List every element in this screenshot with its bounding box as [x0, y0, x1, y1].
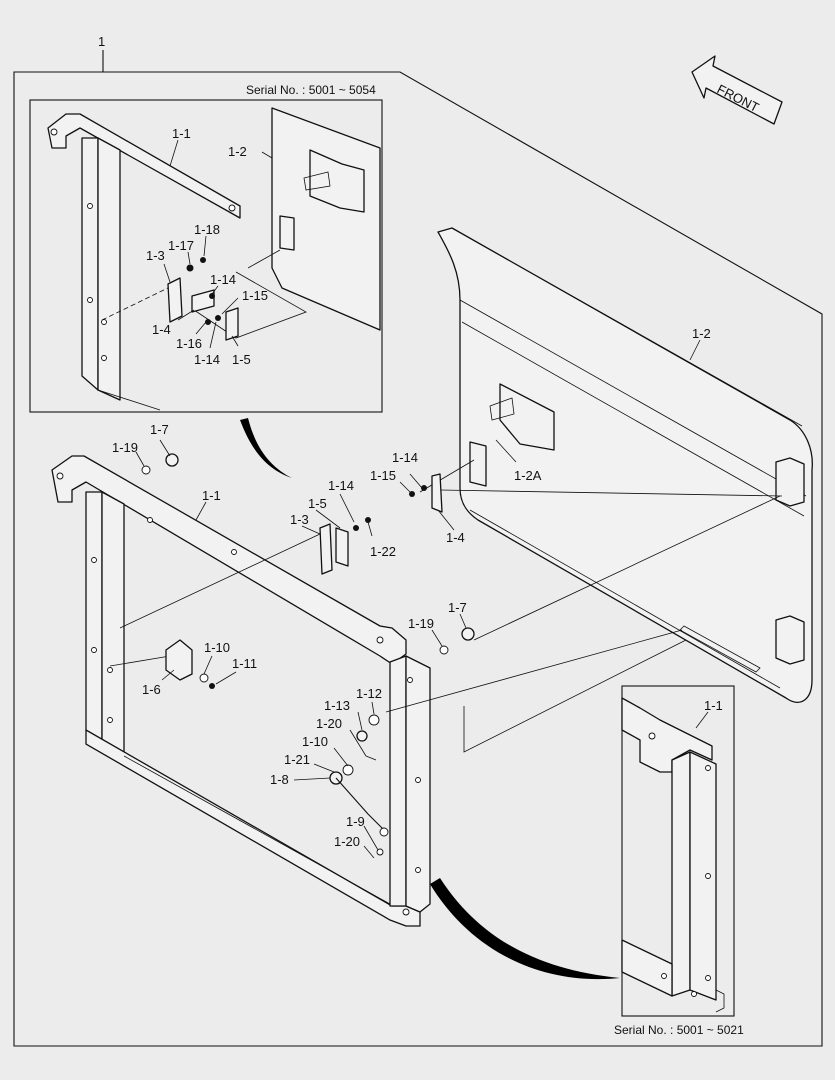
label-1-4: 1-4 — [152, 322, 171, 337]
label-1-14: 1-14 — [210, 272, 236, 287]
label-1-2: 1-2 — [228, 144, 247, 159]
label-1-2: 1-2 — [692, 326, 711, 341]
side-panel — [437, 227, 813, 703]
main-label: 1 — [98, 34, 105, 49]
label-1-17: 1-17 — [168, 238, 194, 253]
label-1-8: 1-8 — [270, 772, 289, 787]
label-1-14b: 1-14 — [194, 352, 220, 367]
side-panel-handle — [499, 383, 555, 451]
label-1-2A: 1-2A — [514, 468, 542, 483]
label-1-14: 1-14 — [328, 478, 354, 493]
callout-arc-top — [240, 418, 292, 478]
side-panel-hinge-upper — [775, 457, 805, 507]
rod-1-8 — [335, 777, 385, 831]
label-1-10: 1-10 — [204, 640, 230, 655]
bracket-1-6 — [165, 639, 193, 681]
label-1-4: 1-4 — [446, 530, 465, 545]
inset-top-bracket-1-3 — [167, 277, 183, 323]
side-panel-hinge-lower — [775, 615, 805, 665]
bracket-1-3 — [319, 523, 333, 575]
label-1-15: 1-15 — [242, 288, 268, 303]
bracket-1-5 — [335, 527, 349, 567]
inset-top-panel — [271, 107, 381, 331]
inset-bottom-frame — [621, 685, 735, 1017]
label-1-15: 1-15 — [370, 468, 396, 483]
label-1-11: 1-11 — [232, 656, 257, 671]
label-1-1: 1-1 — [172, 126, 191, 141]
label-1-14b: 1-14 — [392, 450, 418, 465]
side-panel-hinge-plate — [469, 441, 487, 487]
bolt-1-7b — [461, 627, 475, 641]
inset-top-frame-post — [81, 137, 99, 391]
front-arrow: FRONT — [691, 55, 783, 125]
label-1-21: 1-21 — [284, 752, 310, 767]
label-1-20: 1-20 — [316, 716, 342, 731]
bracket-1-4 — [431, 473, 443, 513]
label-1-20b: 1-20 — [334, 834, 360, 849]
main-frame-left-post — [85, 491, 103, 745]
inset-top: Serial No. : 5001 ~ 5054 — [29, 83, 383, 413]
label-1-6: 1-6 — [142, 682, 161, 697]
inset-bottom: Serial No. : 5001 ~ 5021 1-1 — [614, 685, 744, 1037]
label-1-10b: 1-10 — [302, 734, 328, 749]
label-1-7b: 1-7 — [448, 600, 467, 615]
inset-bottom-frame-corner — [621, 697, 713, 773]
inset-bottom-post-a — [671, 751, 691, 997]
label-1-19: 1-19 — [112, 440, 138, 455]
label-1-3: 1-3 — [146, 248, 165, 263]
main-frame-right-post — [389, 655, 407, 907]
inset-top-bracket-1-4 — [191, 289, 215, 313]
assembly-outline — [13, 71, 823, 1047]
inset-top-frame-rail — [47, 113, 241, 219]
label-1-22: 1-22 — [370, 544, 396, 559]
label-1-1: 1-1 — [202, 488, 221, 503]
label-1-19b: 1-19 — [408, 616, 434, 631]
inset-top-handle — [309, 149, 365, 213]
inset-top-bracket-1-5 — [225, 307, 239, 341]
inset-bottom-serial: Serial No. : 5001 ~ 5021 — [614, 1023, 744, 1037]
label-1-3: 1-3 — [290, 512, 309, 527]
inset-top-serial: Serial No. : 5001 ~ 5054 — [246, 83, 376, 97]
label-1-9: 1-9 — [346, 814, 365, 829]
label-1-13: 1-13 — [324, 698, 350, 713]
inset-bottom-post-b — [689, 751, 717, 1001]
bolt-1-7 — [165, 453, 179, 467]
inset-top-frame — [29, 99, 383, 413]
label-1-12: 1-12 — [356, 686, 382, 701]
label-1-18: 1-18 — [194, 222, 220, 237]
main-frame: 1-7 1-19 1-1 1-5 1-14 1-3 1-22 1-14 1-15… — [51, 326, 783, 927]
label-1-5: 1-5 — [232, 352, 251, 367]
callout-arc-bottom — [430, 878, 620, 980]
label-1-16: 1-16 — [176, 336, 202, 351]
label-1-1-bottom: 1-1 — [704, 698, 723, 713]
side-panel-body — [437, 227, 813, 703]
label-1-5: 1-5 — [308, 496, 327, 511]
label-1-7: 1-7 — [150, 422, 169, 437]
inset-top-hinge — [279, 215, 295, 251]
